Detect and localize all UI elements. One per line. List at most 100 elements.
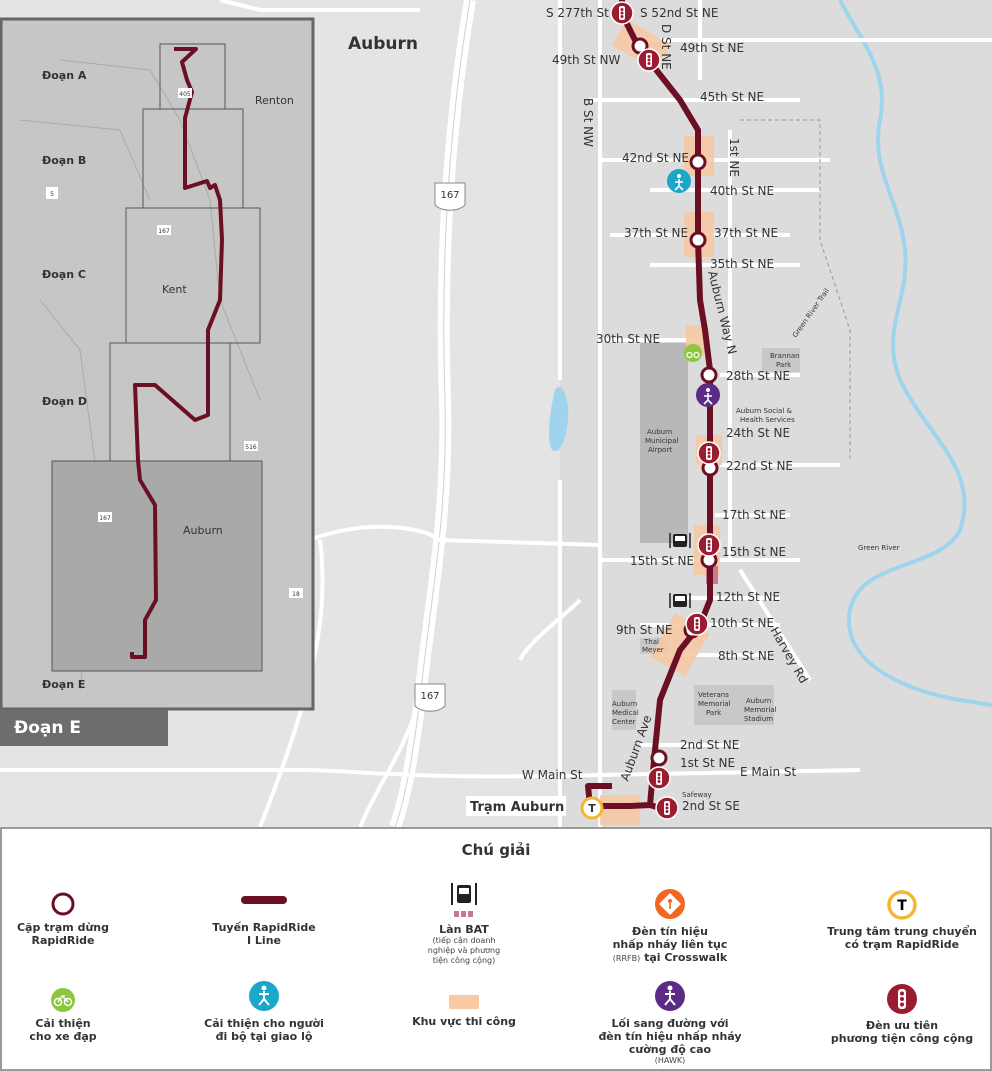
place-thai-1: Thai xyxy=(643,638,659,646)
signal-priority-icon[interactable] xyxy=(647,766,671,790)
svg-text:18: 18 xyxy=(292,591,300,598)
signal-priority-icon[interactable] xyxy=(697,441,721,465)
place-brannan-2: Park xyxy=(776,361,792,369)
signal-priority-icon[interactable] xyxy=(655,796,679,820)
svg-text:T: T xyxy=(588,802,596,815)
place-stadium-1: Auburn xyxy=(746,697,771,705)
green-river xyxy=(838,0,992,707)
segment-d-label: Đoạn D xyxy=(42,395,87,408)
inset-overview-map: Đoạn A Đoạn B Đoạn C Đoạn D Đoạn E Rento… xyxy=(0,17,315,711)
street-30th: 30th St NE xyxy=(596,332,660,346)
street-40th: 40th St NE xyxy=(710,184,774,198)
sr-167-shield-north: 167 xyxy=(434,182,466,211)
renton-label: Renton xyxy=(255,94,294,107)
street-49th-ne: 49th St NE xyxy=(680,41,744,55)
place-social-2: Health Services xyxy=(740,416,795,424)
station-stop[interactable] xyxy=(689,153,707,171)
street-1st-st: 1st St NE xyxy=(680,756,735,770)
street-17th: 17th St NE xyxy=(722,508,786,522)
svg-text:5: 5 xyxy=(50,191,54,198)
transit-signal-priority-markers xyxy=(610,1,721,820)
airport-area xyxy=(640,343,688,543)
bus-bat-lane-icon xyxy=(669,533,691,548)
street-22nd: 22nd St NE xyxy=(726,459,793,473)
place-river: Green River xyxy=(858,544,900,552)
inset-place-labels: Renton Kent Auburn xyxy=(162,94,294,537)
segment-c-label: Đoạn C xyxy=(42,268,86,281)
sr-167-shield-south: 167 xyxy=(414,683,446,712)
place-stadium-2: Memorial xyxy=(744,706,777,714)
street-w-main: W Main St xyxy=(522,768,583,782)
svg-text:516: 516 xyxy=(245,444,257,451)
station-stop[interactable] xyxy=(689,231,707,249)
street-s277: S 277th St xyxy=(546,6,609,20)
street-37th-west: 37th St NE xyxy=(624,226,688,240)
street-b-st: B St NW xyxy=(581,98,595,147)
station-label-bg xyxy=(466,796,566,816)
rrfb-icon xyxy=(655,889,685,919)
place-medical-1: Auburn xyxy=(612,700,637,708)
station-pair-icon xyxy=(51,892,75,916)
street-15th-west: 15th St NE xyxy=(630,554,694,568)
svg-text:167: 167 xyxy=(99,515,111,522)
station-stop[interactable] xyxy=(650,749,668,767)
place-veterans-3: Park xyxy=(706,709,722,717)
street-2nd-ne: 2nd St NE xyxy=(680,738,739,752)
inset-auburn-label: Auburn xyxy=(183,524,223,537)
inset-shields: 405 5 167 167 516 18 xyxy=(46,88,303,598)
svg-text:405: 405 xyxy=(179,91,191,98)
place-stadium-3: Stadium xyxy=(744,715,773,723)
hawk-crossing-icon[interactable] xyxy=(696,383,720,407)
signal-priority-icon xyxy=(887,984,917,1014)
place-safeway: Safeway xyxy=(682,791,712,799)
hawk-icon xyxy=(655,981,685,1011)
street-15th-east: 15th St NE xyxy=(722,545,786,559)
place-social-1: Auburn Social & xyxy=(736,407,793,415)
signal-priority-icon[interactable] xyxy=(637,48,661,72)
street-s52: S 52nd St NE xyxy=(640,6,718,20)
svg-text:167: 167 xyxy=(420,691,439,702)
place-medical-3: Center xyxy=(612,718,636,726)
street-12th: 12th St NE xyxy=(716,590,780,604)
auburn-transit-center-icon[interactable]: T xyxy=(580,796,604,820)
place-airport-3: Airport xyxy=(648,446,672,454)
street-49th-nw: 49th St NW xyxy=(552,53,621,67)
signal-priority-icon[interactable] xyxy=(697,533,721,557)
svg-text:167: 167 xyxy=(158,228,170,235)
place-veterans-1: Veterans xyxy=(698,691,729,699)
place-airport-1: Auburn xyxy=(647,428,672,436)
street-d-st: D St NE xyxy=(659,24,673,70)
signal-priority-icon[interactable] xyxy=(610,1,634,25)
transit-center-icon: T xyxy=(887,890,917,920)
route-line-icon xyxy=(241,896,287,904)
street-1st-ne: 1st NE xyxy=(727,138,741,177)
street-2nd-se: 2nd St SE xyxy=(682,799,740,813)
place-thai-2: Meyer xyxy=(642,646,664,654)
place-veterans-2: Memorial xyxy=(698,700,731,708)
svg-text:T: T xyxy=(897,898,907,914)
place-airport-2: Municipal xyxy=(645,437,678,445)
street-45th: 45th St NE xyxy=(700,90,764,104)
station-stop[interactable] xyxy=(700,366,718,384)
street-8th: 8th St NE xyxy=(718,649,774,663)
auburn-station-label: Trạm Auburn xyxy=(470,800,564,815)
bike-improvement-icon[interactable] xyxy=(684,344,702,362)
pedestrian-icon xyxy=(249,981,279,1011)
segment-b-label: Đoạn B xyxy=(42,154,86,167)
street-auburn-way: Auburn Way N xyxy=(705,269,739,355)
pedestrian-improvement-icon[interactable] xyxy=(667,169,691,193)
svg-text:167: 167 xyxy=(440,190,459,201)
construction-icon xyxy=(449,995,479,1009)
signal-priority-icon[interactable] xyxy=(685,612,709,636)
street-e-main: E Main St xyxy=(740,765,796,779)
street-42nd: 42nd St NE xyxy=(622,151,689,165)
lake xyxy=(548,386,569,451)
segment-e-label: Đoạn E xyxy=(42,678,85,691)
place-brannan-1: Brannan xyxy=(770,352,800,360)
street-9th: 9th St NE xyxy=(616,623,672,637)
